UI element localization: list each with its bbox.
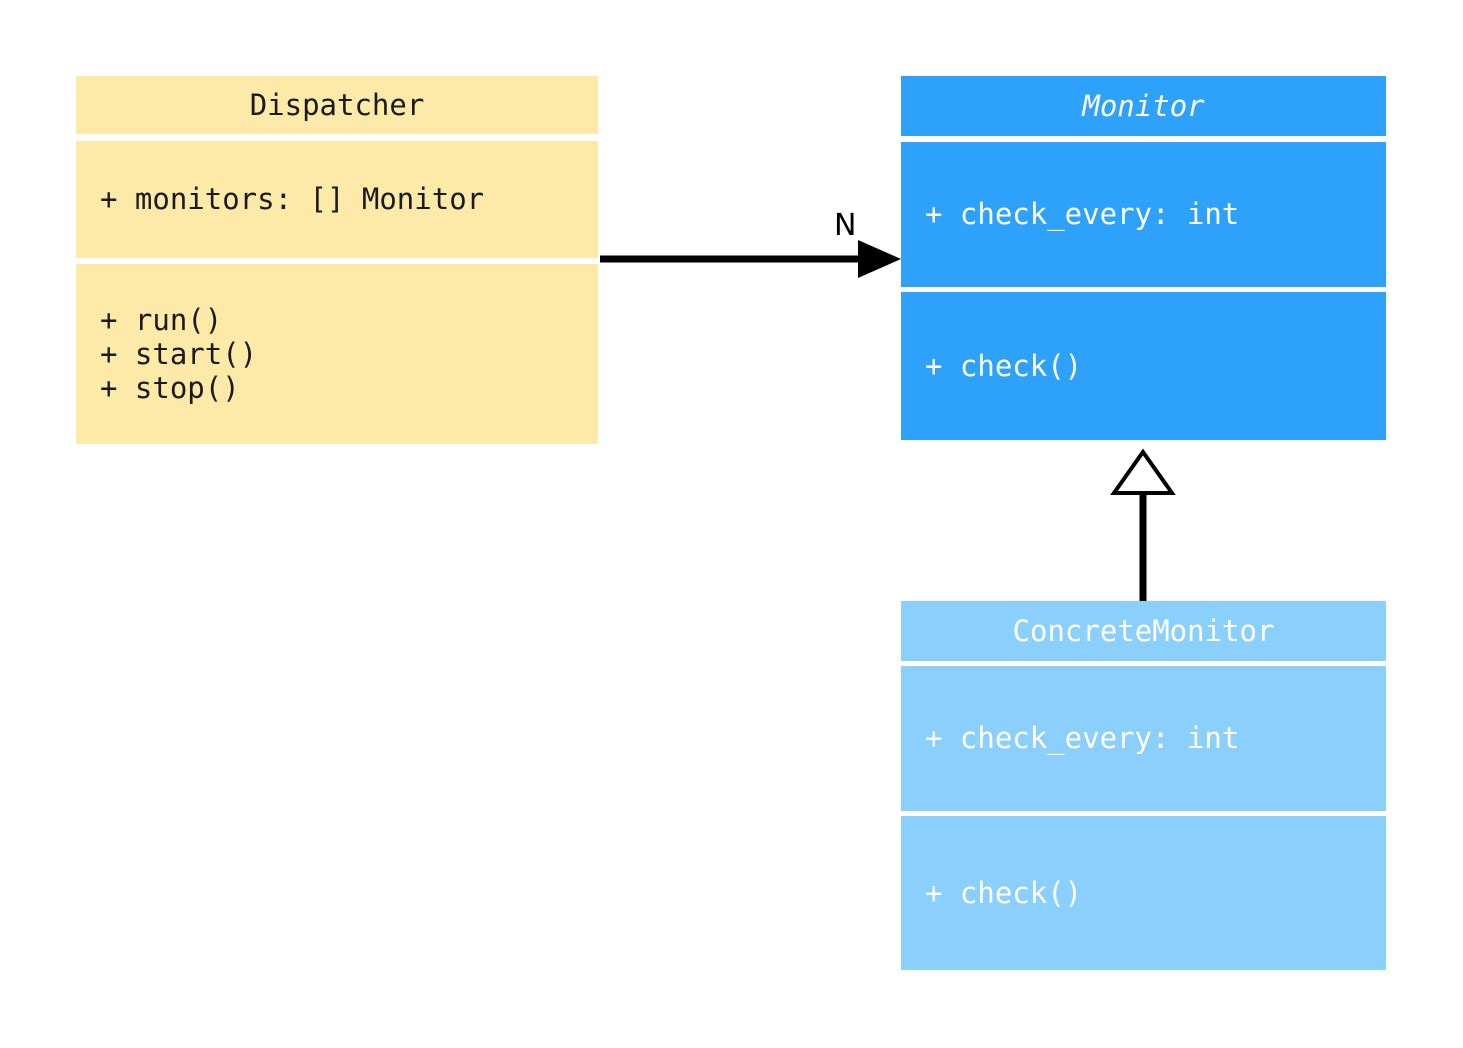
class-attributes-dispatcher: + monitors: [] Monitor (76, 141, 598, 258)
class-methods-dispatcher: + run() + start() + stop() (76, 264, 598, 444)
association-multiplicity-label: N (834, 208, 857, 243)
attribute-row: + check_every: int (925, 197, 1240, 232)
edge-association-dispatcher-monitor (600, 240, 901, 278)
class-methods-concrete-monitor: + check() (901, 816, 1386, 970)
class-box-monitor[interactable]: Monitor + check_every: int + check() (901, 76, 1386, 440)
method-row: + start() (100, 336, 258, 371)
class-header-concrete-monitor: ConcreteMonitor (901, 601, 1386, 661)
class-name-concrete-monitor: ConcreteMonitor (1012, 614, 1275, 648)
method-row: + check() (925, 348, 1083, 383)
method-row: + stop() (100, 371, 240, 406)
class-box-concrete-monitor[interactable]: ConcreteMonitor + check_every: int + che… (901, 601, 1386, 970)
method-row: + run() (100, 302, 223, 337)
attribute-row: + check_every: int (925, 721, 1240, 756)
class-header-dispatcher: Dispatcher (76, 76, 598, 134)
class-header-monitor: Monitor (901, 76, 1386, 136)
class-name-monitor: Monitor (1082, 89, 1205, 123)
class-methods-monitor: + check() (901, 292, 1386, 440)
class-attributes-concrete-monitor: + check_every: int (901, 666, 1386, 811)
attribute-row: + monitors: [] Monitor (100, 182, 485, 217)
class-box-dispatcher[interactable]: Dispatcher + monitors: [] Monitor + run(… (76, 76, 598, 444)
class-attributes-monitor: + check_every: int (901, 142, 1386, 287)
method-row: + check() (925, 875, 1083, 910)
class-name-dispatcher: Dispatcher (249, 88, 425, 122)
edge-inheritance-concrete-monitor-monitor (1110, 448, 1176, 601)
